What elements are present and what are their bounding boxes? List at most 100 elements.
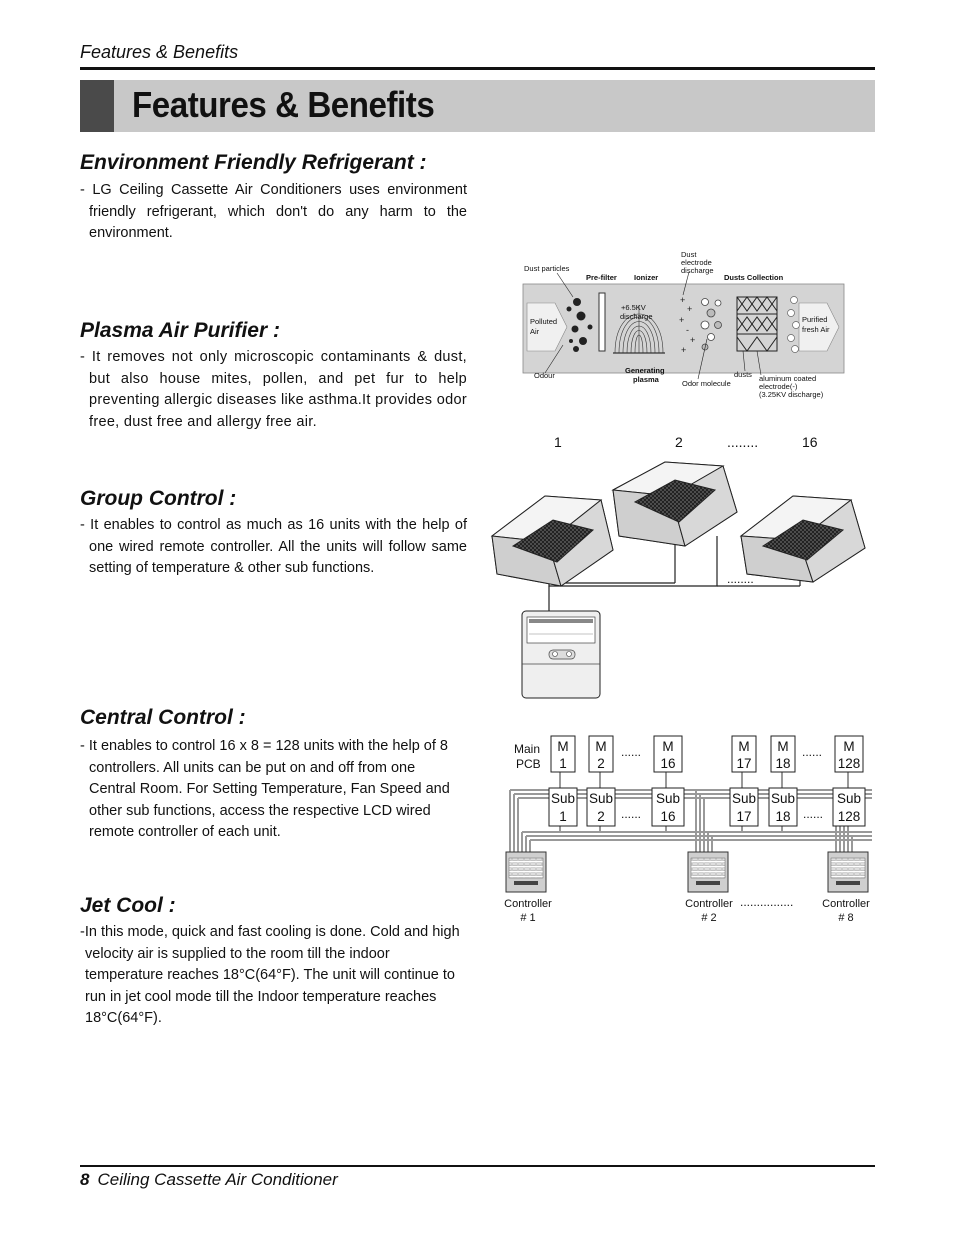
label-purified-1: Purified	[802, 315, 827, 324]
unit-boxes	[548, 735, 866, 827]
section-title-plasma: Plasma Air Purifier :	[80, 319, 280, 342]
svg-text:+: +	[690, 335, 695, 345]
sub-unit-2-number: 2	[597, 809, 605, 824]
section-body-plasma: - It removes not only microscopic contam…	[80, 349, 467, 430]
section-title-group: Group Control :	[80, 487, 237, 510]
controller-dots: ................	[740, 895, 793, 909]
ionizer-plasma	[613, 305, 665, 354]
dust-particles	[566, 298, 593, 352]
cassette-unit-2	[611, 461, 738, 547]
section-body-refrigerant: - LG Ceiling Cassette Air Conditioners u…	[80, 182, 467, 242]
controller-1	[505, 851, 547, 893]
unit-label-16: 16	[802, 434, 818, 450]
label-ionizer: Ionizer	[634, 273, 658, 282]
sub-dots-2: ......	[803, 807, 823, 821]
main-dots-1: ......	[621, 745, 641, 759]
sub-unit-1-number: 1	[559, 809, 567, 824]
sub-unit-18-label: Sub	[771, 791, 795, 806]
controller-2-number: # 2	[701, 912, 716, 924]
controller-2	[687, 851, 729, 893]
page-number: 8	[80, 1170, 90, 1189]
section-body-central: - It enables to control 16 x 8 = 128 uni…	[80, 738, 450, 841]
controller-1-label: Controller	[504, 898, 552, 910]
sub-unit-16-label: Sub	[656, 791, 680, 806]
main-pcb-label-1: Main	[514, 742, 540, 756]
sub-unit-17-label: Sub	[732, 791, 756, 806]
main-unit-17-number: 17	[736, 756, 751, 771]
main-unit-16-number: 16	[660, 756, 675, 771]
unit-label-dots: ........	[727, 434, 758, 450]
controller-8	[827, 851, 869, 893]
banner-tab	[80, 80, 114, 132]
main-unit-128-label: M	[843, 739, 854, 754]
purified-air-arrow	[798, 302, 840, 352]
dusts-collection-electrodes	[736, 296, 778, 352]
polluted-air-arrow	[526, 302, 568, 352]
main-unit-128-number: 128	[838, 756, 861, 771]
svg-text:-: -	[686, 325, 689, 335]
label-dust-particles: Dust particles	[524, 264, 570, 273]
unit-label-1: 1	[554, 434, 562, 450]
label-discharge-2: discharge	[620, 312, 653, 321]
label-dusts: dusts	[734, 370, 752, 379]
main-unit-17-label: M	[738, 739, 749, 754]
main-pcb-label-2: PCB	[516, 757, 541, 771]
label-polluted-2: Air	[530, 327, 540, 336]
header-rule	[80, 67, 875, 70]
header-section-label: Features & Benefits	[80, 42, 239, 62]
section-title-central: Central Control :	[80, 706, 246, 729]
svg-text:+: +	[681, 345, 686, 355]
main-unit-18-number: 18	[775, 756, 790, 771]
controller-2-label: Controller	[685, 898, 733, 910]
sub-dots-1: ......	[621, 807, 641, 821]
main-unit-16-label: M	[662, 739, 673, 754]
label-dusts-collection: Dusts Collection	[724, 273, 784, 282]
main-unit-2-label: M	[595, 739, 606, 754]
sub-unit-17-number: 17	[736, 809, 751, 824]
cassette-unit-1	[490, 495, 614, 587]
main-unit-1-number: 1	[559, 756, 567, 771]
sub-unit-1-label: Sub	[551, 791, 575, 806]
label-dust-electrode-3: discharge	[681, 266, 714, 275]
sub-unit-2-label: Sub	[589, 791, 613, 806]
label-discharge-1: +6.5KV	[621, 303, 646, 312]
label-generating-2: plasma	[633, 375, 660, 384]
controller-8-label: Controller	[822, 898, 870, 910]
central-control-diagram: Main PCB	[504, 735, 872, 924]
label-aluminum-1: aluminum coated	[759, 374, 816, 383]
label-odor-molecule: Odor molecule	[682, 379, 731, 388]
svg-text:+: +	[687, 304, 692, 314]
label-odour: Odour	[534, 371, 555, 380]
purified-particles	[787, 296, 800, 353]
main-unit-1-label: M	[557, 739, 568, 754]
main-unit-18-label: M	[777, 739, 788, 754]
label-generating-1: Generating	[625, 366, 665, 375]
sub-unit-16-number: 16	[660, 809, 675, 824]
section-body-group: - It enables to control as much as 16 un…	[80, 517, 467, 577]
dust-electrode-particles	[700, 298, 722, 351]
cassette-unit-16	[739, 495, 866, 583]
svg-text:+: +	[679, 315, 684, 325]
svg-text:+: +	[680, 295, 685, 305]
label-aluminum-2: electrode(-)	[759, 382, 798, 391]
section-body-jetcool: -In this mode, quick and fast cooling is…	[80, 924, 460, 1027]
plasma-purifier-diagram: +++ -++ Dust particles Pre-filter Ionize…	[522, 250, 845, 399]
callout-lines	[544, 271, 762, 380]
main-dots-2: ......	[802, 745, 822, 759]
footer-title: Ceiling Cassette Air Conditioner	[97, 1170, 338, 1189]
label-aluminum-3: (3.25KV discharge)	[759, 390, 824, 399]
controller-8-number: # 8	[838, 912, 853, 924]
footer: 8 Ceiling Cassette Air Conditioner	[80, 1170, 338, 1190]
wired-remote-controller	[521, 610, 601, 699]
page-title: Features & Benefits	[132, 84, 435, 125]
label-purified-2: fresh Air	[802, 325, 830, 334]
controller-1-number: # 1	[520, 912, 535, 924]
main-unit-2-number: 2	[597, 756, 605, 771]
prefilter-plate	[598, 292, 606, 352]
group-control-diagram: 1 2 ........ 16 ........	[490, 434, 866, 699]
label-dust-electrode-1: Dust	[681, 250, 697, 259]
label-prefilter: Pre-filter	[586, 273, 617, 282]
title-banner: Features & Benefits	[80, 80, 875, 132]
ions: +++ -++	[679, 295, 695, 355]
section-title-refrigerant: Environment Friendly Refrigerant :	[80, 151, 427, 174]
